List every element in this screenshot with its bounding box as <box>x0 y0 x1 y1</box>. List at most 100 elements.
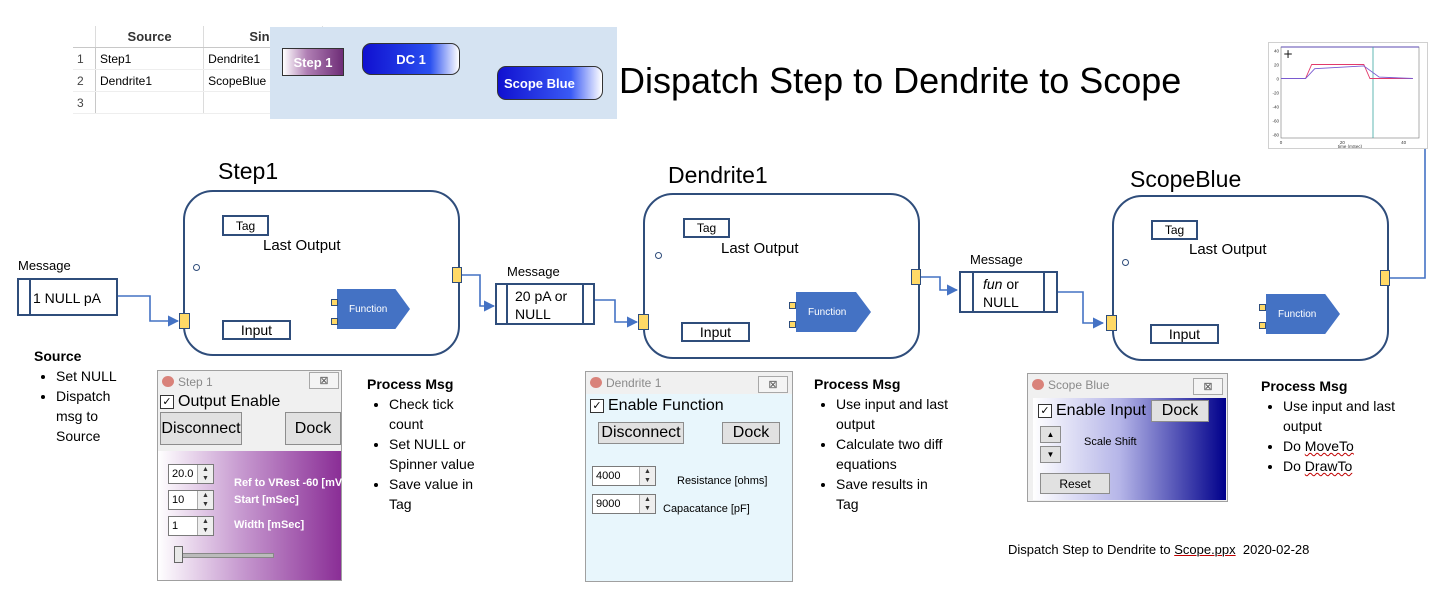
ref-vrest-spinner[interactable]: 20.0▲▼ <box>168 464 214 484</box>
dialog-title: Scope Blue <box>1048 378 1110 392</box>
process-note-step: Process Msg Check tick count Set NULL or… <box>367 374 477 514</box>
slider-thumb[interactable] <box>174 546 183 563</box>
block-title-scopeblue: ScopeBlue <box>1130 166 1242 192</box>
message-box: 20 pA or NULL <box>495 283 595 325</box>
disconnect-button[interactable]: Disconnect <box>160 412 242 445</box>
enable-function-checkbox[interactable]: ✓ Enable Function <box>590 397 724 415</box>
source-cell[interactable] <box>95 91 205 114</box>
close-icon[interactable]: ⊠ <box>758 376 788 393</box>
spinner-arrows-icon[interactable]: ▲▼ <box>639 467 655 485</box>
message-box: 1 NULL pA <box>17 278 118 316</box>
disconnect-button[interactable]: Disconnect <box>598 422 684 444</box>
scopeblue-function-port <box>1259 304 1266 311</box>
step1-function-block: Function <box>337 289 410 329</box>
scopeblue-last-output: Last Output <box>1189 241 1267 258</box>
block-title-dendrite1: Dendrite1 <box>668 162 768 188</box>
scopeblue-junction <box>1122 259 1129 266</box>
source-cell[interactable]: Step1 <box>95 47 205 70</box>
dock-button[interactable]: Dock <box>285 412 341 445</box>
dock-button[interactable]: Dock <box>1151 400 1209 422</box>
close-icon[interactable]: ⊠ <box>309 372 339 389</box>
scopeblue-function-block: Function <box>1266 294 1340 334</box>
x-axis-label: time (mSec) <box>1338 144 1363 148</box>
spinner-arrows-icon[interactable]: ▲▼ <box>197 517 213 535</box>
note-heading: Process Msg <box>1261 378 1348 394</box>
width-spinner[interactable]: 1▲▼ <box>168 516 214 536</box>
resistance-spinner[interactable]: 4000▲▼ <box>592 466 656 486</box>
y-tick-label: -60 <box>1272 119 1279 124</box>
note-item: Set NULL or Spinner value <box>389 434 477 474</box>
step1-output-port <box>452 267 462 283</box>
app-icon <box>1032 379 1044 390</box>
dock-button[interactable]: Dock <box>722 422 780 444</box>
app-icon <box>590 377 602 388</box>
capacitance-spinner[interactable]: 9000 ▲▼ <box>592 494 656 514</box>
step1-function-port <box>331 299 338 306</box>
spinner-arrows-icon[interactable]: ▲▼ <box>639 495 655 513</box>
output-enable-checkbox[interactable]: ✓ Output Enable <box>160 393 280 411</box>
flow-node-step[interactable]: Step 1 <box>282 48 344 76</box>
enable-input-checkbox[interactable]: ✓ Enable Input <box>1038 402 1146 420</box>
message-text: or <box>1002 276 1019 292</box>
spinner-arrows-icon[interactable]: ▲▼ <box>197 465 213 483</box>
checkbox-label: Output Enable <box>178 393 281 410</box>
reset-button[interactable]: Reset <box>1040 473 1110 494</box>
footer-prefix: Dispatch Step to Dendrite to <box>1008 542 1175 557</box>
checkbox-checked-icon: ✓ <box>1038 404 1052 418</box>
dendrite1-junction <box>655 252 662 259</box>
step-dialog: Step 1 ⊠ ✓ Output Enable Disconnect Dock… <box>157 370 346 581</box>
close-icon[interactable]: ⊠ <box>1193 378 1223 395</box>
note-heading: Process Msg <box>814 376 901 392</box>
flow-node-dc[interactable]: DC 1 <box>362 43 460 75</box>
dialog-titlebar: Dendrite 1 <box>586 372 792 394</box>
spinner-arrows-icon[interactable]: ▲▼ <box>197 491 213 509</box>
message-text: NULL <box>983 294 1019 310</box>
spinner-value: 9000 <box>596 498 621 510</box>
app-icon <box>162 376 174 387</box>
y-tick-label: 20 <box>1274 63 1280 68</box>
scale-up-button[interactable]: ▲ <box>1040 426 1061 443</box>
param-label: Capacatance [pF] <box>663 503 750 515</box>
message-label: Message <box>507 264 560 279</box>
y-tick-label: -20 <box>1272 91 1279 96</box>
dendrite1-function-port <box>789 321 796 328</box>
step1-input-box: Input <box>222 320 291 340</box>
note-item: Calculate two diff equations <box>836 434 949 474</box>
scopeblue-input-port <box>1106 315 1117 331</box>
note-link: DrawTo <box>1304 458 1353 474</box>
x-tick-label: 0 <box>1280 140 1283 145</box>
process-note-scope: Process Msg Use input and last output Do… <box>1261 376 1396 476</box>
dialog-titlebar: Step 1 <box>158 371 341 393</box>
start-spinner[interactable]: 10▲▼ <box>168 490 214 510</box>
x-tick-label: 40 <box>1401 140 1407 145</box>
flow-node-scope[interactable]: Scope Blue <box>497 66 603 100</box>
process-note-dendrite: Process Msg Use input and last output Ca… <box>814 374 949 514</box>
note-heading: Process Msg <box>367 376 454 392</box>
dendrite1-last-output: Last Output <box>721 240 799 257</box>
crosshair-icon: + <box>1283 47 1293 61</box>
message-text: 20 pA or <box>515 288 568 304</box>
step1-last-output: Last Output <box>263 237 341 254</box>
plot-series-2 <box>1281 65 1413 79</box>
message-label: Message <box>18 258 71 273</box>
message-label: Message <box>970 252 1023 267</box>
footer-caption: Dispatch Step to Dendrite to Scope.ppx 2… <box>1008 542 1309 557</box>
dialog-title: Step 1 <box>178 375 213 389</box>
dendrite-dialog: Dendrite 1 ⊠ ✓ Enable Function Disconnec… <box>585 371 793 582</box>
note-item: Do DrawTo <box>1283 456 1396 476</box>
step1-junction <box>193 264 200 271</box>
scope-dialog: Scope Blue ⊠ ✓ Enable Input Dock ▲ ▼ Sca… <box>1027 373 1228 502</box>
step1-input-port <box>179 313 190 329</box>
scopeblue-input-box: Input <box>1150 324 1219 344</box>
source-note: Source Set NULL Dispatch msg to Source <box>34 346 134 446</box>
message-box: fun or NULL <box>959 271 1058 313</box>
note-item: Use input and last output <box>1283 396 1396 436</box>
block-title-step1: Step1 <box>218 158 279 184</box>
slider-track[interactable] <box>176 553 274 558</box>
note-heading: Source <box>34 348 82 364</box>
dendrite1-output-port <box>911 269 921 285</box>
row-number-header <box>73 26 96 48</box>
scale-down-button[interactable]: ▼ <box>1040 446 1061 463</box>
source-cell[interactable]: Dendrite1 <box>95 69 205 92</box>
